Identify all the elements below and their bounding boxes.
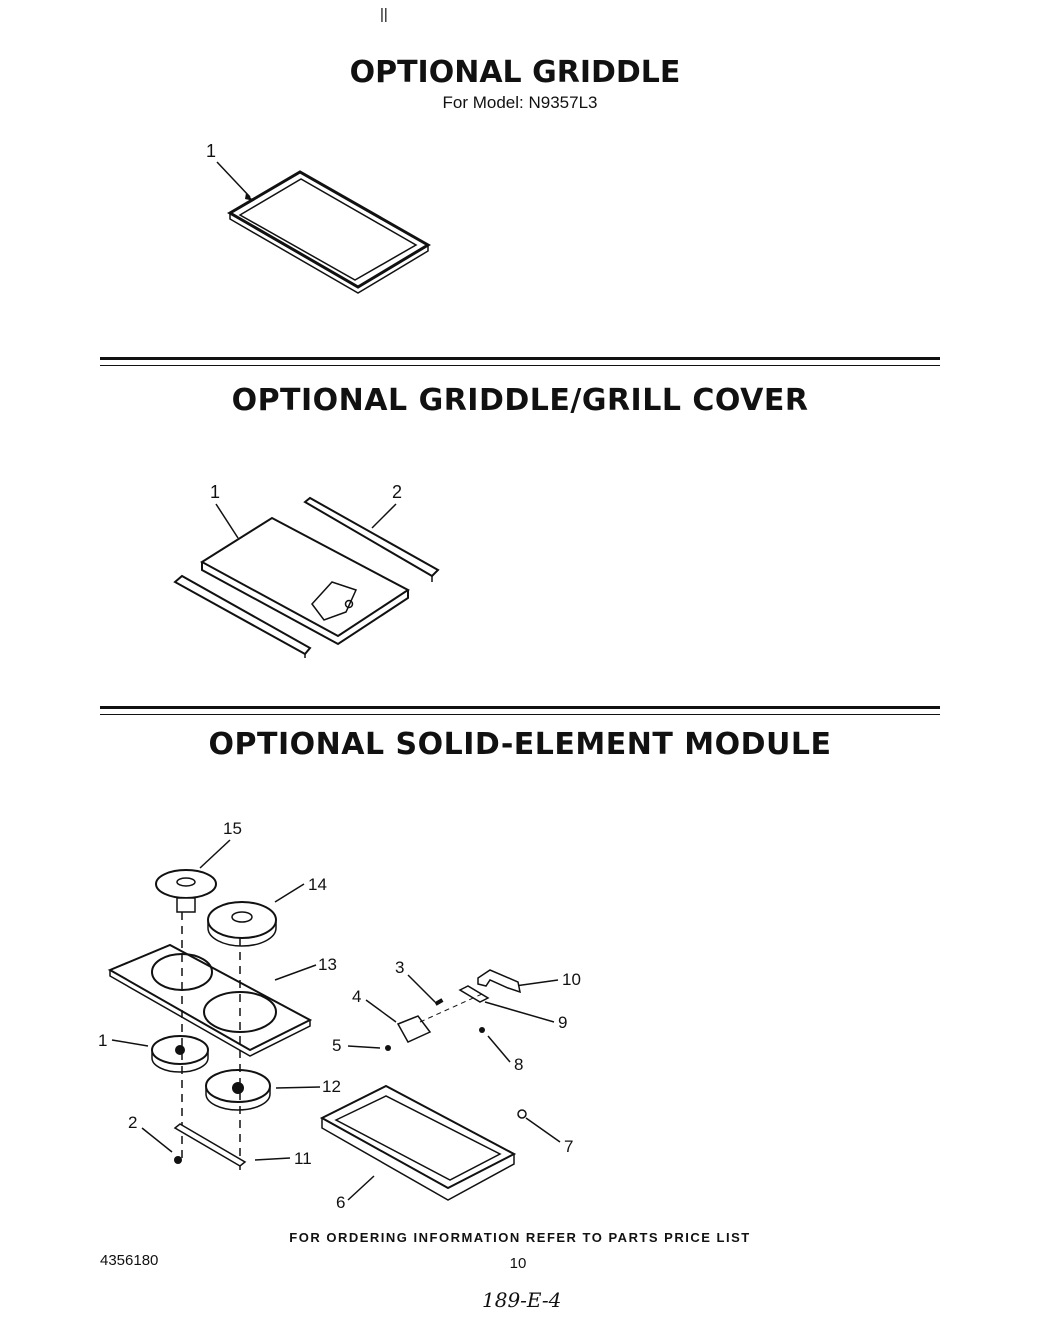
callout-label: 5 bbox=[332, 1036, 341, 1055]
element-15 bbox=[155, 869, 217, 899]
callout-label: 6 bbox=[336, 1193, 345, 1212]
ordering-note: FOR ORDERING INFORMATION REFER TO PARTS … bbox=[289, 1230, 751, 1245]
callout-label: 1 bbox=[206, 141, 216, 161]
callout-label: 12 bbox=[322, 1077, 341, 1096]
screw-2 bbox=[174, 1156, 182, 1164]
bracket-11 bbox=[173, 1123, 247, 1167]
terminal-block-4 bbox=[396, 1015, 432, 1043]
callout-label: 2 bbox=[392, 482, 402, 502]
callout-label: 3 bbox=[395, 958, 404, 977]
section-divider bbox=[100, 706, 940, 709]
callout-label: 14 bbox=[308, 875, 327, 894]
callout-label: 4 bbox=[352, 987, 361, 1006]
screw-7 bbox=[517, 1109, 527, 1119]
doc-number: 4356180 bbox=[100, 1252, 159, 1269]
bracket-10 bbox=[477, 969, 521, 994]
griddle-diagram: 1 bbox=[206, 141, 431, 294]
section-title-griddle: OPTIONAL GRIDDLE bbox=[349, 55, 681, 90]
callout-leader bbox=[371, 503, 397, 529]
griddle-plate-outline bbox=[227, 170, 431, 289]
callout-label: 13 bbox=[318, 955, 337, 974]
callout-label: 10 bbox=[562, 970, 581, 989]
cover-plate-edge bbox=[201, 562, 409, 646]
griddle-plate-edge bbox=[229, 213, 429, 294]
handle-screw bbox=[344, 599, 354, 609]
section-title-module: OPTIONAL SOLID-ELEMENT MODULE bbox=[208, 727, 832, 762]
callout-label: 1 bbox=[210, 482, 220, 502]
rail-back bbox=[303, 496, 440, 578]
screw-8 bbox=[479, 1027, 485, 1033]
page-number: 10 bbox=[509, 1255, 527, 1272]
cover-diagram: 1 2 3 bbox=[173, 482, 440, 658]
header-mark: || bbox=[380, 6, 388, 23]
model-subtitle: For Model: N9357L3 bbox=[442, 93, 598, 112]
tray-6 bbox=[319, 1084, 517, 1190]
callout-leader bbox=[216, 161, 251, 198]
screw-5 bbox=[385, 1045, 391, 1051]
section-divider-thin bbox=[100, 365, 940, 366]
callout-label: 1 bbox=[98, 1031, 107, 1050]
rail-front bbox=[173, 574, 312, 656]
element-14 bbox=[207, 901, 277, 939]
griddle-plate-inner bbox=[238, 178, 418, 281]
cooktop-plate bbox=[107, 943, 313, 1052]
callout-label: 2 bbox=[128, 1113, 137, 1132]
module-diagram: 15 14 13 1 12 2 11 3 10 4 9 5 8 bbox=[98, 819, 581, 1212]
callout-label: 9 bbox=[558, 1013, 567, 1032]
handwritten-note: 189-E-4 bbox=[482, 1288, 562, 1312]
section-title-cover: OPTIONAL GRIDDLE/GRILL COVER bbox=[231, 383, 809, 418]
callout-label: 8 bbox=[514, 1055, 523, 1074]
callout-label: 11 bbox=[294, 1149, 312, 1168]
section-divider bbox=[100, 357, 940, 360]
callout-label: 7 bbox=[564, 1137, 573, 1156]
callout-label: 15 bbox=[223, 819, 242, 838]
part-9 bbox=[458, 985, 490, 1003]
section-divider-thin bbox=[100, 714, 940, 715]
callout-leader bbox=[215, 503, 239, 539]
